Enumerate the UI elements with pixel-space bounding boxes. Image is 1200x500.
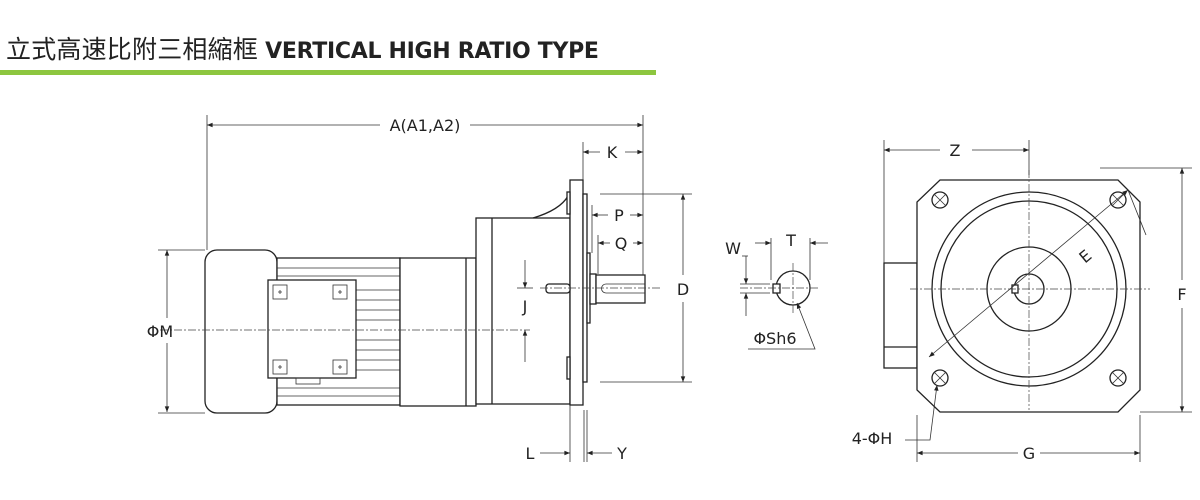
dim-label-w: W — [725, 239, 741, 258]
dim-label-k: K — [607, 143, 618, 162]
page-title: 立式高速比附三相縮框 VERTICAL HIGH RATIO TYPE — [6, 30, 599, 66]
input-shaft — [545, 283, 571, 294]
title-english: VERTICAL HIGH RATIO TYPE — [265, 39, 599, 64]
dim-label-l: L — [526, 444, 535, 463]
dim-label-j: J — [522, 297, 528, 316]
dim-label-q: Q — [615, 234, 628, 253]
flange — [569, 179, 584, 406]
dim-label-s: ΦSh6 — [753, 329, 796, 348]
dim-label-t: T — [785, 231, 796, 250]
dim-label-f: F — [1177, 285, 1186, 304]
reducer-housing — [399, 257, 477, 407]
title-underline — [0, 70, 656, 75]
side-view: A(A1,A2) K P Q D J ΦM L Y — [147, 115, 692, 463]
output-shaft — [595, 274, 646, 304]
dim-label-p: P — [614, 206, 624, 225]
dim-label-a: A(A1,A2) — [390, 116, 461, 135]
dim-label-d: D — [677, 280, 689, 299]
terminal-box — [267, 279, 357, 379]
dim-label-y: Y — [616, 444, 627, 463]
fan-cover — [204, 249, 278, 414]
motor-fins — [277, 267, 400, 397]
shaft-key-view: T W ΦSh6 — [725, 231, 828, 350]
terminal-box-side — [883, 262, 918, 369]
dim-label-m: ΦM — [147, 322, 173, 341]
dim-label-z: Z — [950, 141, 961, 160]
front-view: Z E F G 4-ΦH — [852, 140, 1192, 463]
dim-label-g: G — [1023, 444, 1035, 463]
dim-label-h: 4-ΦH — [852, 429, 893, 448]
title-chinese: 立式高速比附三相縮框 — [6, 36, 259, 64]
